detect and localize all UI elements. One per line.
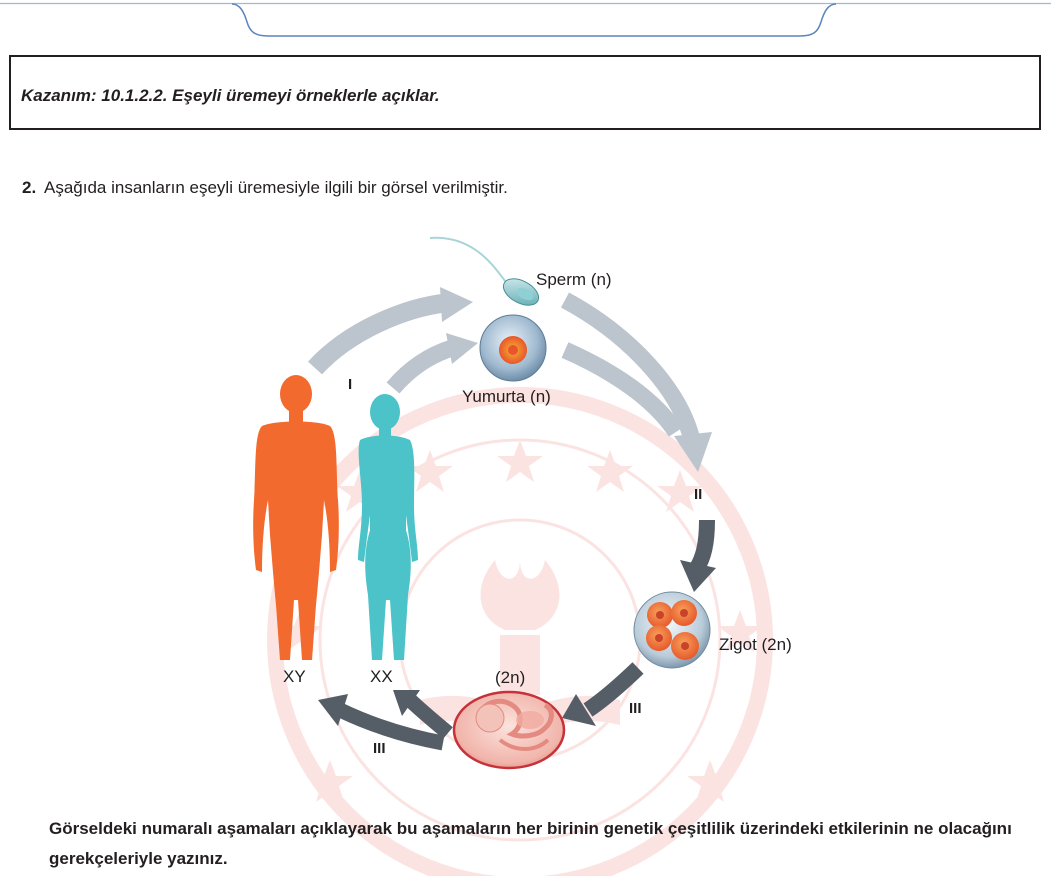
female-chromosome-label: XX: [370, 667, 393, 686]
stage-3-left-label: III: [373, 740, 386, 757]
male-figure: [253, 375, 339, 660]
arrow-embryo-to-male: [318, 694, 445, 751]
egg-label: Yumurta (n): [462, 387, 551, 406]
embryo: [452, 690, 566, 770]
objective-text: Kazanım: 10.1.2.2. Eşeyli üremeyi örnekl…: [21, 86, 440, 105]
arrow-sperm-to-zygote: [560, 292, 712, 472]
sperm-label: Sperm (n): [536, 270, 612, 289]
egg-cell: [479, 314, 547, 382]
arrow-male-to-sperm: [308, 287, 473, 375]
zygote-label: Zigot (2n): [719, 635, 792, 654]
embryo-label: (2n): [495, 668, 525, 687]
arrow-embryo-to-female: [393, 690, 453, 739]
question: 2. Aşağıda insanların eşeyli üremesiyle …: [22, 178, 508, 198]
male-chromosome-label: XY: [283, 667, 306, 686]
stage-3-right-label: III: [629, 700, 642, 717]
stage-1-label: I: [348, 376, 352, 393]
question-text: Aşağıda insanların eşeyli üremesiyle ilg…: [43, 178, 508, 197]
arrow-fertilization: [680, 519, 716, 592]
arrow-female-to-egg: [386, 333, 478, 394]
zygote-cell: [633, 591, 711, 669]
arrow-egg-to-zygote: [561, 342, 684, 437]
female-figure: [358, 394, 418, 660]
stage-2-label: II: [694, 486, 702, 503]
header-tab-decoration: [0, 2, 1051, 37]
sperm-cell: [429, 236, 540, 306]
instruction-text: Görseldeki numaralı aşamaları açıklayara…: [49, 819, 1012, 868]
objective-box: Kazanım: 10.1.2.2. Eşeyli üremeyi örnekl…: [9, 55, 1041, 130]
arrow-zygote-to-embryo: [562, 662, 644, 726]
question-number: 2.: [22, 178, 37, 197]
